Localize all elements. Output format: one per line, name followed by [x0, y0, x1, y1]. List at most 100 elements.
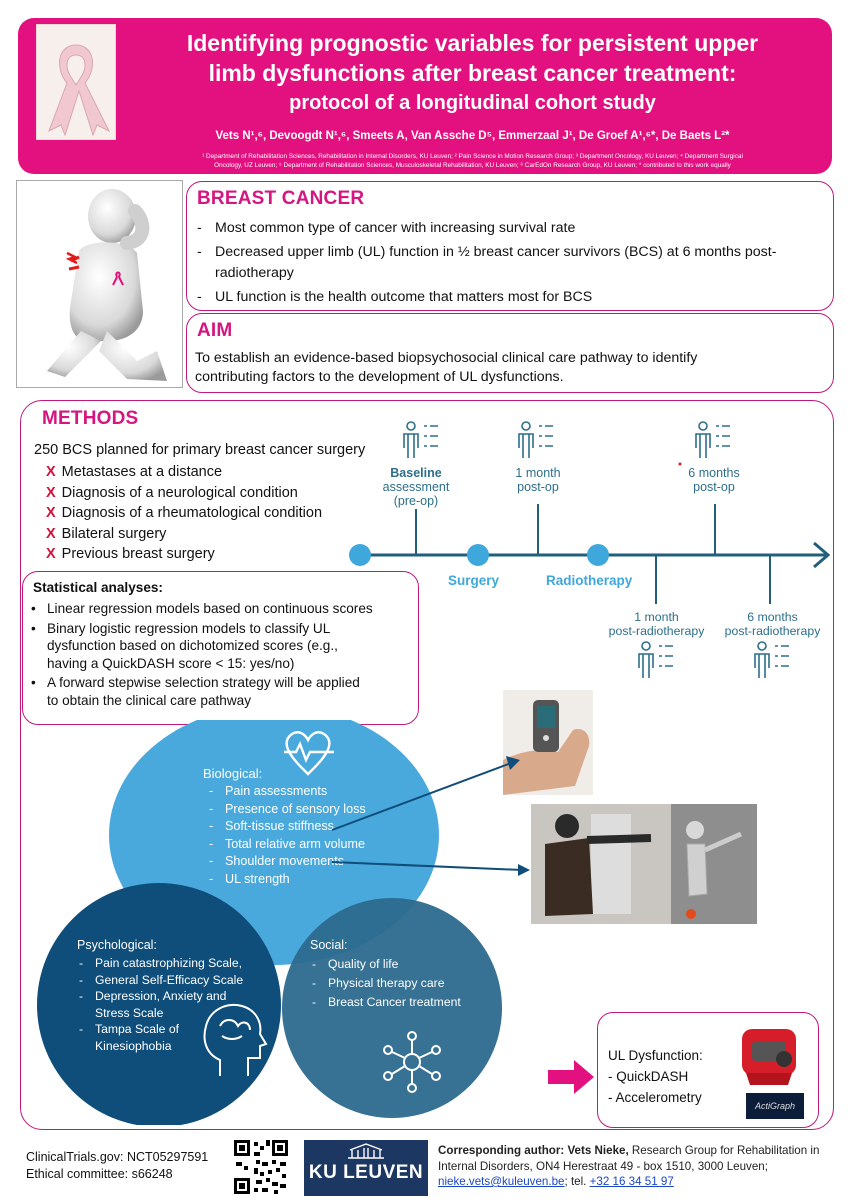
list-item: -Total relative arm volume	[209, 836, 365, 851]
trial-info: ClinicalTrials.gov: NCT05297591 Ethical …	[26, 1149, 208, 1183]
x-icon: X	[46, 484, 56, 501]
motion-capture-photo	[531, 804, 757, 924]
social-block: Social: -Quality of life -Physical thera…	[310, 938, 461, 1012]
list-item: -Pain assessments	[209, 784, 328, 798]
biopsychosocial-diagram	[37, 720, 502, 1125]
ku-leuven-logo-text: KU LEUVEN	[308, 1162, 424, 1183]
list-item: -UL strength	[209, 871, 290, 886]
methods-intro: 250 BCS planned for primary breast cance…	[34, 442, 366, 458]
biological-arrows	[331, 756, 530, 876]
statistical-analyses-box: Statistical analyses: •Linear regression…	[22, 571, 419, 725]
sitting-figure-icon	[47, 189, 167, 381]
list-item: - Accelerometry	[608, 1090, 702, 1105]
title-line-2: limb dysfunctions after breast cancer tr…	[208, 60, 737, 86]
handheld-device-icon	[503, 690, 593, 795]
phone-link[interactable]: +32 16 34 51 97	[589, 1175, 674, 1188]
breast-cancer-heading: BREAST CANCER	[197, 188, 365, 209]
pink-ribbon-image	[36, 24, 116, 140]
surgery-label: Surgery	[448, 573, 500, 588]
list-item: -Decreased upper limb (UL) function in ½…	[197, 244, 777, 260]
list-item: -General Self-Efficacy Scale	[79, 972, 244, 987]
one-month-rt-label: 1 month post-radiotherapy	[608, 610, 705, 638]
x-icon: X	[46, 505, 56, 521]
ku-leuven-logo: KU LEUVEN	[304, 1140, 428, 1196]
authors: Vets N¹,⁶, Devoogdt N¹,⁶, Smeets A, Van …	[215, 130, 730, 142]
list-item: - QuickDASH	[608, 1069, 689, 1084]
list-item: -Pain catastrophizing Scale,	[79, 956, 243, 970]
breast-cancer-section: BREAST CANCER -Most common type of cance…	[186, 181, 834, 311]
trial-registration: ClinicalTrials.gov: NCT05297591	[26, 1150, 209, 1164]
breast-cancer-list: -Most common type of cancer with increas…	[193, 218, 825, 308]
ethics-committee: Ethical committee: s66248	[26, 1167, 173, 1181]
aim-text: To establish an evidence-based biopsycho…	[195, 350, 698, 385]
motion-capture-icon	[531, 804, 757, 924]
aim-section: AIM To establish an evidence-based biops…	[186, 313, 834, 393]
assessment-icon	[754, 641, 789, 678]
list-item: -Quality of life	[312, 957, 399, 971]
arrow-line	[331, 861, 523, 871]
network-icon	[383, 1031, 441, 1093]
x-icon: X	[46, 464, 56, 480]
biological-block: Biological: -Pain assessments -Presence …	[203, 766, 366, 888]
assessment-icon	[695, 421, 730, 458]
affiliations-line-1: ¹ Department of Rehabilitation Sciences,…	[202, 153, 743, 160]
six-months-label: 6 months post-op	[688, 466, 740, 494]
contact-line-1: Corresponding author: Vets Nieke, Resear…	[438, 1144, 820, 1157]
list-item: • Binary logistic regression models to c…	[31, 620, 338, 671]
brain-head-icon	[203, 1004, 268, 1076]
list-item: -Shoulder movements	[209, 854, 345, 868]
x-icon: X	[46, 546, 56, 562]
biological-list: -Pain assessments -Presence of sensory l…	[207, 783, 366, 888]
psychological-heading: Psychological:	[77, 938, 157, 952]
list-item: •Linear regression models based on conti…	[31, 601, 373, 616]
handheld-device-photo	[503, 690, 593, 795]
title-line-3: protocol of a longitudinal cohort study	[289, 92, 656, 114]
email-link[interactable]: nieke.vets@kuleuven.be	[438, 1175, 565, 1188]
heart-pulse-icon	[284, 731, 334, 776]
accelerometer-device-icon	[742, 1029, 796, 1085]
timeline-start-dot	[349, 544, 371, 566]
arrowhead-icon	[518, 864, 530, 876]
methods-section	[20, 400, 834, 1130]
six-months-rt-label: 6 months post-radiotherapy	[724, 610, 821, 638]
actigraph-logo: ActiGraph	[746, 1093, 804, 1119]
methods-heading: METHODS	[42, 408, 139, 429]
ul-dysfunction-box: UL Dysfunction: - QuickDASH - Accelerome…	[597, 1012, 819, 1128]
psychological-list: -Pain catastrophizing Scale, -General Se…	[77, 955, 243, 1054]
red-dot	[678, 462, 682, 466]
title-line-1: Identifying prognostic variables for per…	[186, 30, 759, 56]
arrowhead-icon	[506, 756, 520, 770]
list-item-continuation: radiotherapy	[215, 265, 294, 281]
list-item: -Soft-tissue stiffness	[209, 819, 334, 833]
study-timeline	[349, 421, 830, 678]
psychological-block: Psychological: -Pain catastrophizing Sca…	[77, 938, 243, 1054]
radiotherapy-dot	[587, 544, 609, 566]
ul-dysfunction-text: UL Dysfunction: - QuickDASH - Accelerome…	[608, 1045, 703, 1108]
affiliations-line-2: Oncology, UZ Leuven; ⁵ Department of Reh…	[214, 162, 731, 169]
baseline-label: Baseline assessment (pre-op)	[382, 466, 450, 508]
arrow-line	[331, 761, 515, 831]
sitting-figure-image	[16, 180, 183, 388]
poster-header	[18, 18, 832, 174]
pink-arrow-icon	[548, 1060, 594, 1094]
assessment-icon	[403, 421, 438, 458]
list-item: -UL function is the health outcome that …	[197, 289, 593, 305]
assessment-icon	[518, 421, 553, 458]
ribbon-icon	[37, 25, 115, 139]
social-circle	[282, 898, 502, 1118]
contact-line-2: Internal Disorders, ON4 Herestraat 49 - …	[438, 1159, 768, 1173]
list-item: -Presence of sensory loss	[209, 801, 366, 816]
social-list: -Quality of life -Physical therapy care …	[310, 955, 461, 1012]
stats-heading: Statistical analyses:	[33, 580, 163, 595]
surgery-dot	[467, 544, 489, 566]
timeline-arrowhead-icon	[813, 541, 830, 569]
assessment-icon	[638, 641, 673, 678]
